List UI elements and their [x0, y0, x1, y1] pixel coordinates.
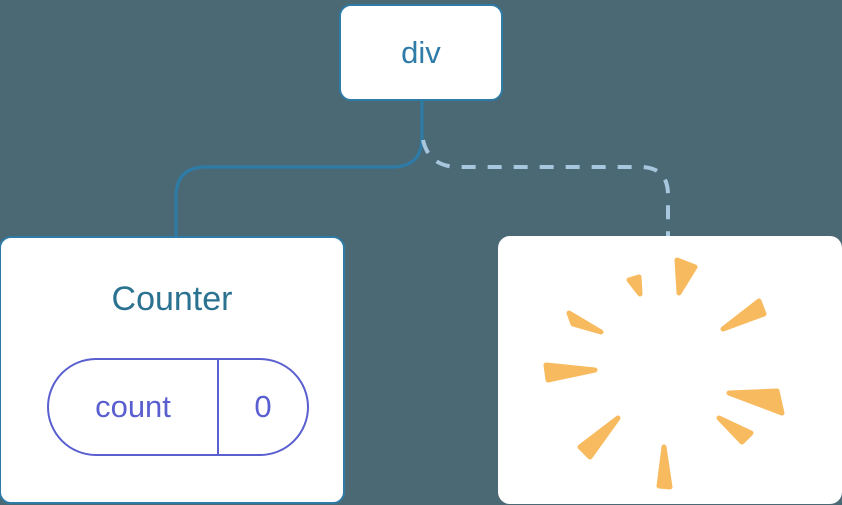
poof-burst-icon [543, 257, 785, 490]
counter-node-card: Counter count 0 [0, 236, 345, 504]
div-node: div [339, 4, 503, 101]
div-node-label: div [401, 34, 441, 70]
counter-node-title: Counter [111, 280, 233, 318]
state-pill-value: 0 [254, 389, 272, 424]
connector-solid-div-to-counter [174, 99, 424, 239]
removed-node-card [498, 236, 842, 504]
state-pill-key: count [49, 360, 219, 454]
state-pill: count 0 [47, 358, 309, 456]
connector-dashed-div-to-removed [421, 139, 670, 237]
